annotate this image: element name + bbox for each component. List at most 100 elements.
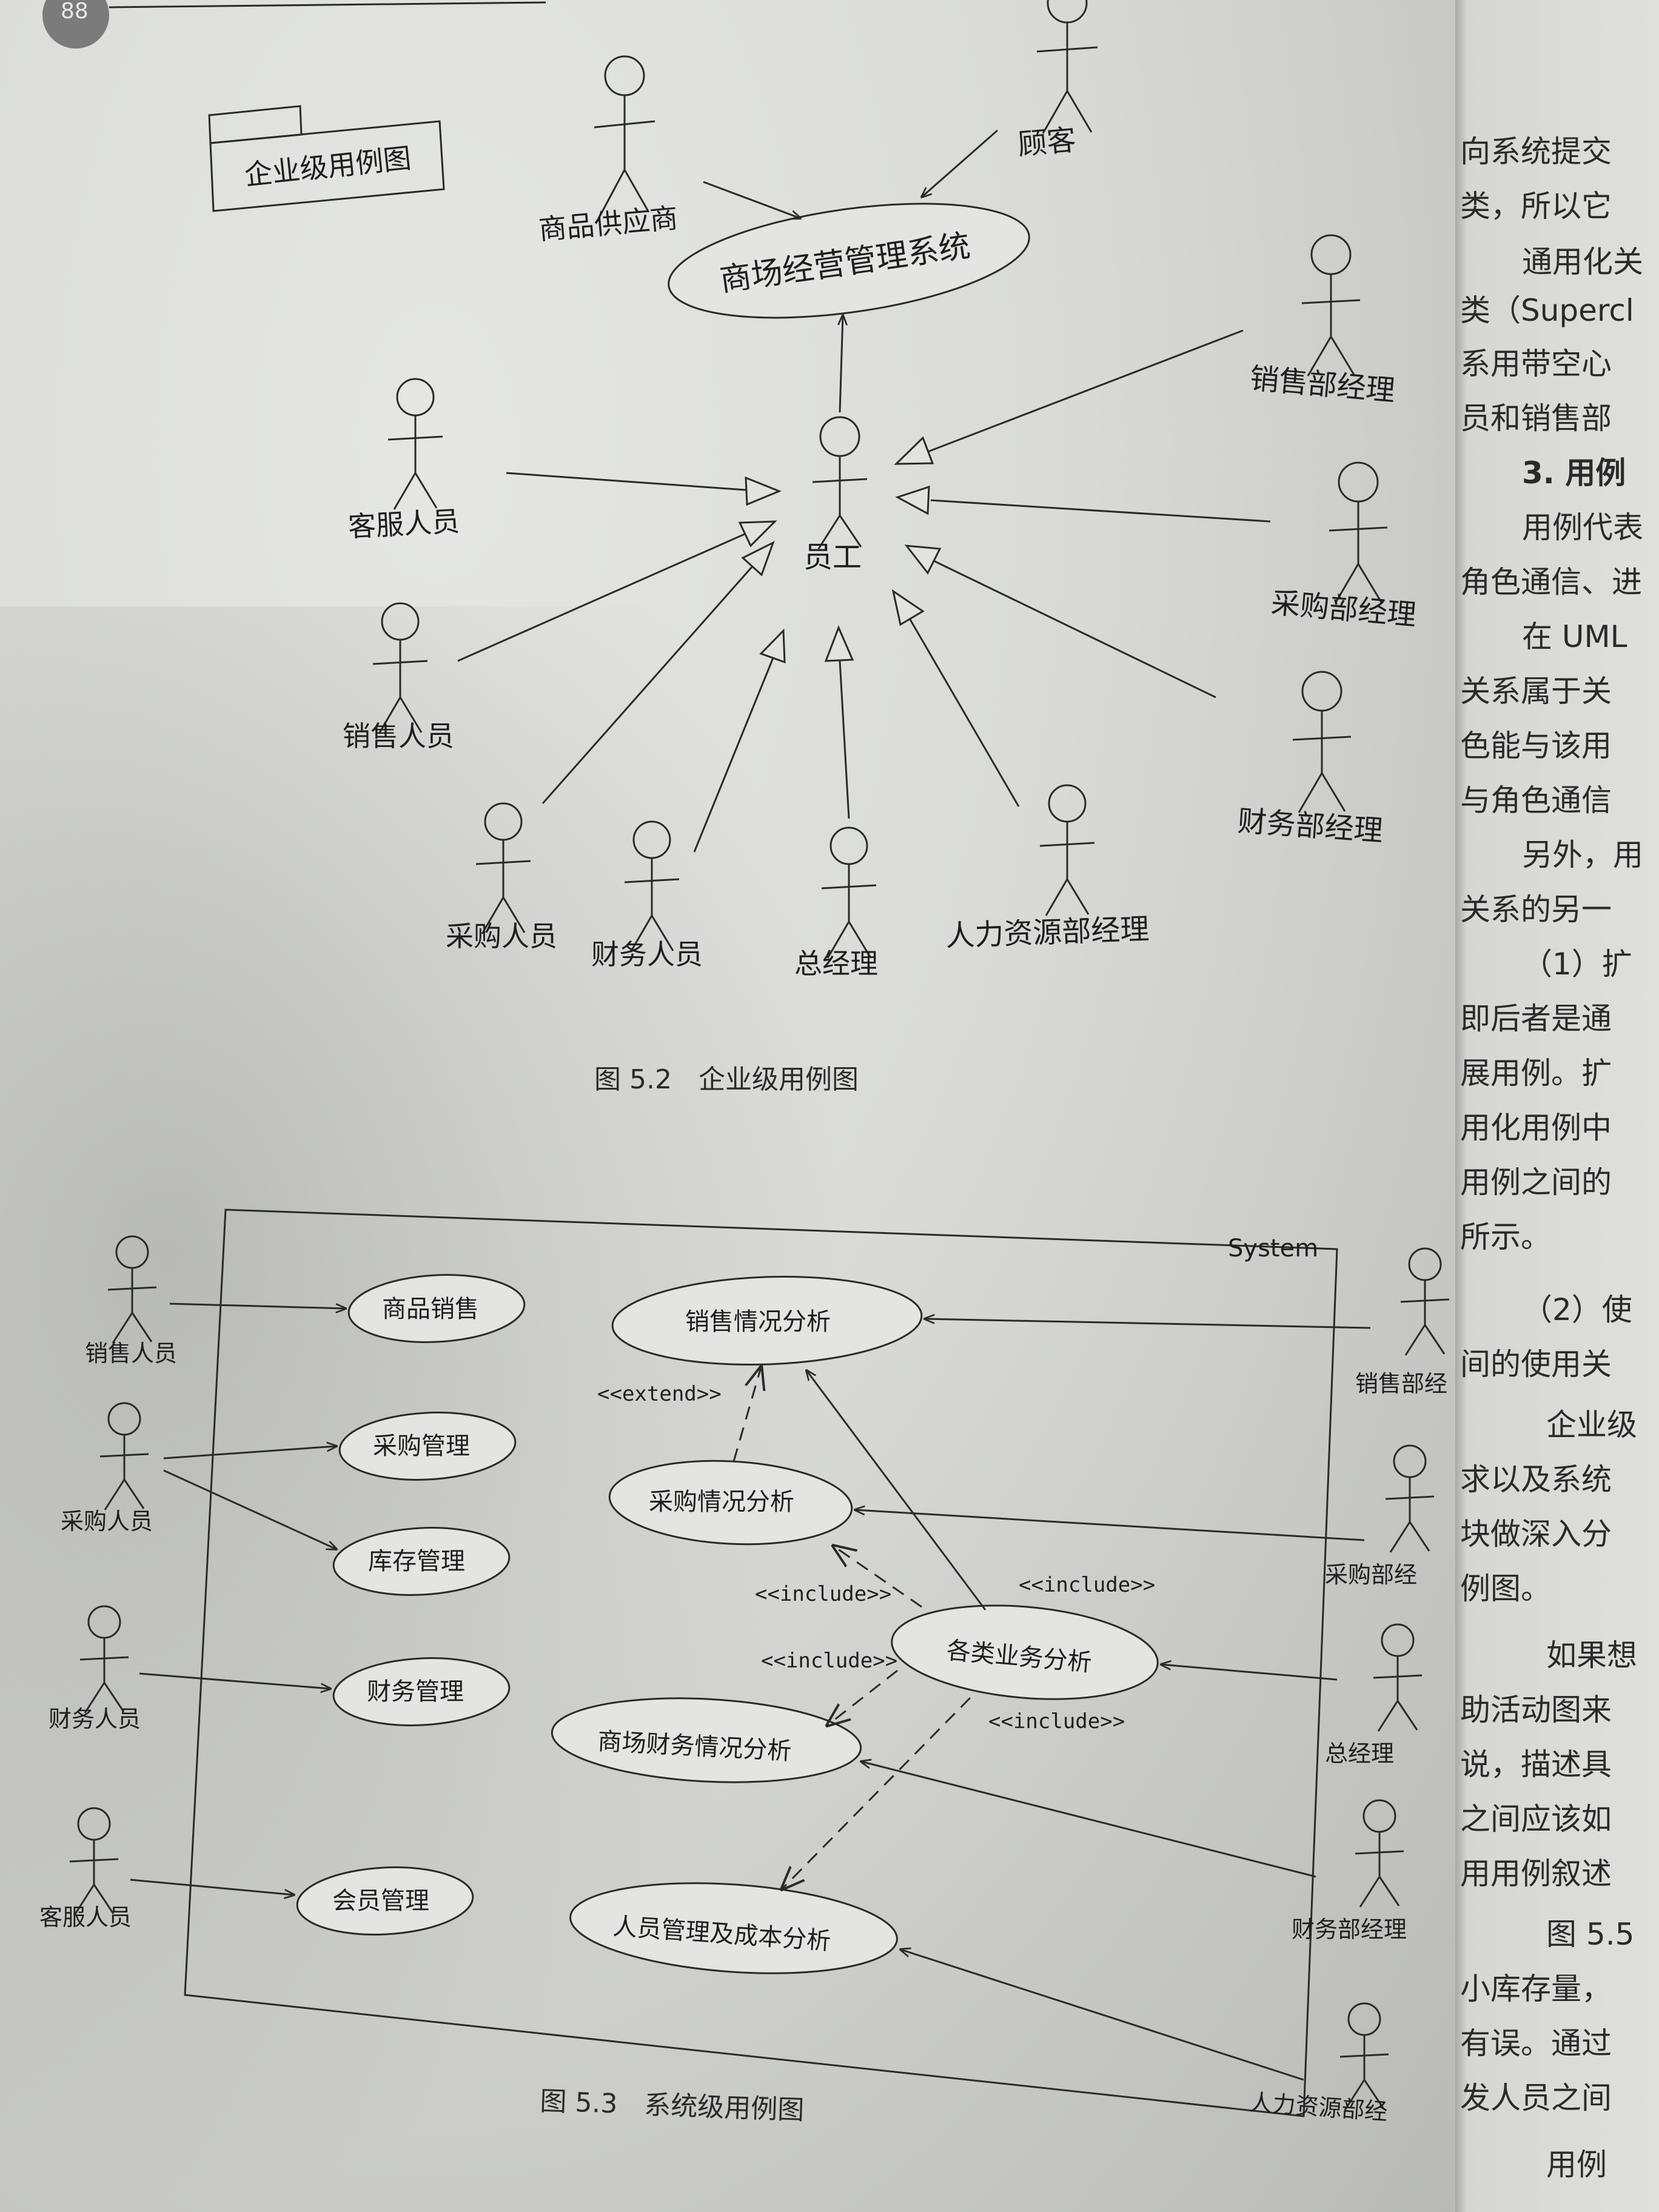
- text-line: 系用带空心: [1460, 346, 1612, 381]
- actor-icon: [1329, 461, 1388, 604]
- text-line: （1）扩: [1522, 947, 1632, 982]
- actor-label-gm: 总经理: [1325, 1740, 1394, 1767]
- usecase-label: 采购情况分析: [649, 1488, 794, 1516]
- text-line: 关系的另一: [1460, 892, 1612, 927]
- actor-icon: [1355, 1799, 1404, 1908]
- text-line: 员和销售部: [1460, 401, 1612, 436]
- association-lines: [130, 1302, 1371, 2081]
- association-customer: [922, 129, 998, 197]
- text-line: 用例代表: [1522, 510, 1643, 545]
- system-boundary: [184, 1208, 1338, 2117]
- usecase-label: 会员管理: [332, 1887, 429, 1915]
- stereotype-include: <<include>>: [755, 1582, 891, 1606]
- actor-label-finance-staff: 财务人员: [49, 1706, 141, 1732]
- text-line: 色能与该用: [1460, 728, 1612, 763]
- actor-label-finance-mgr: 财务部经理: [1292, 1916, 1407, 1943]
- actor-label-purchase-mgr: 采购部经理: [1270, 586, 1418, 632]
- diagrams: 88 企业级用例图 商场经营管理系统 商品供应商 顾客: [39, 0, 1450, 2126]
- actor-icon: [475, 802, 531, 934]
- actor-label-cs-staff: 客服人员: [347, 504, 461, 543]
- actor-label-sales-mgr: 销售部经: [1355, 1370, 1447, 1397]
- actor-icon: [594, 55, 655, 216]
- text-line: 用例: [1546, 2147, 1607, 2182]
- section-heading: 3. 用例: [1522, 455, 1626, 491]
- actor-label-finance-mgr: 财务部经理: [1236, 804, 1384, 848]
- usecase-finance-analysis: [551, 1697, 862, 1783]
- text-line: 求以及系统: [1460, 1462, 1612, 1497]
- text-line: 发人员之间: [1460, 2080, 1612, 2116]
- actor-label-customer: 顾客: [1016, 123, 1078, 162]
- svg-text:88: 88: [61, 0, 89, 24]
- text-line: 所示。: [1460, 1219, 1551, 1255]
- actor-label-purchase-staff: 采购人员: [61, 1508, 153, 1535]
- package-box: 企业级用例图: [208, 105, 445, 212]
- usecase-business-analysis: [891, 1604, 1159, 1700]
- actor-label-gm: 总经理: [794, 947, 878, 980]
- package-label: 企业级用例图: [243, 141, 413, 192]
- actor-label-hr-mgr: 人力资源部经理: [945, 912, 1150, 953]
- actor-icon: [624, 820, 680, 953]
- text-line: 用用例叙述: [1460, 1856, 1612, 1891]
- figure-5-2-caption: 图 5.2 企业级用例图: [594, 1064, 859, 1095]
- usecase-member: [296, 1866, 474, 1936]
- usecase-label: 销售情况分析: [685, 1308, 831, 1336]
- text-line: 角色通信、进: [1460, 565, 1642, 600]
- text-line: 说，描述具: [1460, 1747, 1612, 1782]
- text-line: 企业级: [1546, 1407, 1637, 1443]
- association-employee: [840, 315, 843, 413]
- actor-icon: [1039, 784, 1095, 916]
- stereotype-include: <<include>>: [988, 1709, 1125, 1734]
- text-line: 用例之间的: [1460, 1165, 1612, 1200]
- text-line: 如果想: [1546, 1638, 1637, 1673]
- text-line: 有误。通过: [1460, 2026, 1612, 2061]
- figure-5-3-caption: 图 5.3 系统级用例图: [540, 2086, 805, 2126]
- actor-icon: [812, 416, 868, 549]
- usecase-sales-analysis: [611, 1275, 923, 1366]
- actor-label-sales-staff: 销售人员: [85, 1340, 177, 1367]
- usecase-hr-analysis: [569, 1882, 898, 1974]
- usecase-sales: [347, 1274, 526, 1343]
- actor-label-sales-staff: 销售人员: [343, 720, 454, 752]
- text-line: 关系属于关: [1460, 674, 1612, 709]
- figure-5-3: System 商品销售 采购管理 库存管理 财务管理 会员管理 销售情况分析 采…: [39, 1208, 1450, 2126]
- actor-icon: [1036, 0, 1098, 134]
- actor-label-hr-mgr: 人力资源部经: [1248, 2089, 1389, 2125]
- generalization-lines: [457, 329, 1271, 853]
- actor-icon: [372, 602, 428, 734]
- text-line: 图 5.5: [1546, 1917, 1635, 1952]
- text-line: 类，所以它: [1460, 189, 1612, 224]
- text-line: 类（Supercl: [1460, 293, 1634, 328]
- text-line: 与角色通信: [1460, 783, 1612, 818]
- text-line: 块做深入分: [1460, 1517, 1612, 1552]
- actor-icon: [69, 1807, 119, 1915]
- usecase-label: 财务管理: [367, 1678, 464, 1706]
- text-line: 之间应该如: [1460, 1801, 1612, 1837]
- actor-icon: [1339, 2002, 1389, 2111]
- text-line: 小库存量，: [1460, 1971, 1612, 2006]
- text-line: 即后者是通: [1460, 1001, 1612, 1036]
- text-line: 通用化关: [1522, 244, 1643, 280]
- usecase-finance: [332, 1657, 511, 1726]
- actor-icon: [387, 378, 443, 510]
- actor-icon: [107, 1235, 157, 1344]
- actor-icon: [1292, 671, 1352, 813]
- actor-label-purchase-mgr: 采购部经: [1325, 1561, 1417, 1588]
- actor-label-cs-staff: 客服人员: [39, 1904, 132, 1931]
- actor-label-sales-mgr: 销售部经理: [1248, 361, 1396, 408]
- book-page-left: [0, 0, 1455, 2212]
- usecase-label: 采购管理: [373, 1432, 470, 1460]
- text-line: 用化用例中: [1460, 1110, 1612, 1145]
- text-line: （2）使: [1522, 1292, 1632, 1327]
- stereotype-include: <<include>>: [1019, 1573, 1155, 1597]
- actor-icon: [821, 826, 877, 959]
- page-number: 88: [42, 0, 546, 49]
- actor-label-finance-staff: 财务人员: [591, 938, 703, 971]
- usecase-inventory: [332, 1527, 511, 1596]
- actor-icon: [1400, 1247, 1450, 1356]
- actor-icon: [79, 1605, 129, 1714]
- stereotype-extend: <<extend>>: [597, 1382, 722, 1406]
- stereotype-include: <<include>>: [761, 1649, 897, 1673]
- actor-icon: [1385, 1444, 1435, 1553]
- dependency-lines: [732, 1367, 971, 1889]
- actor-label-purchase-staff: 采购人员: [446, 920, 557, 953]
